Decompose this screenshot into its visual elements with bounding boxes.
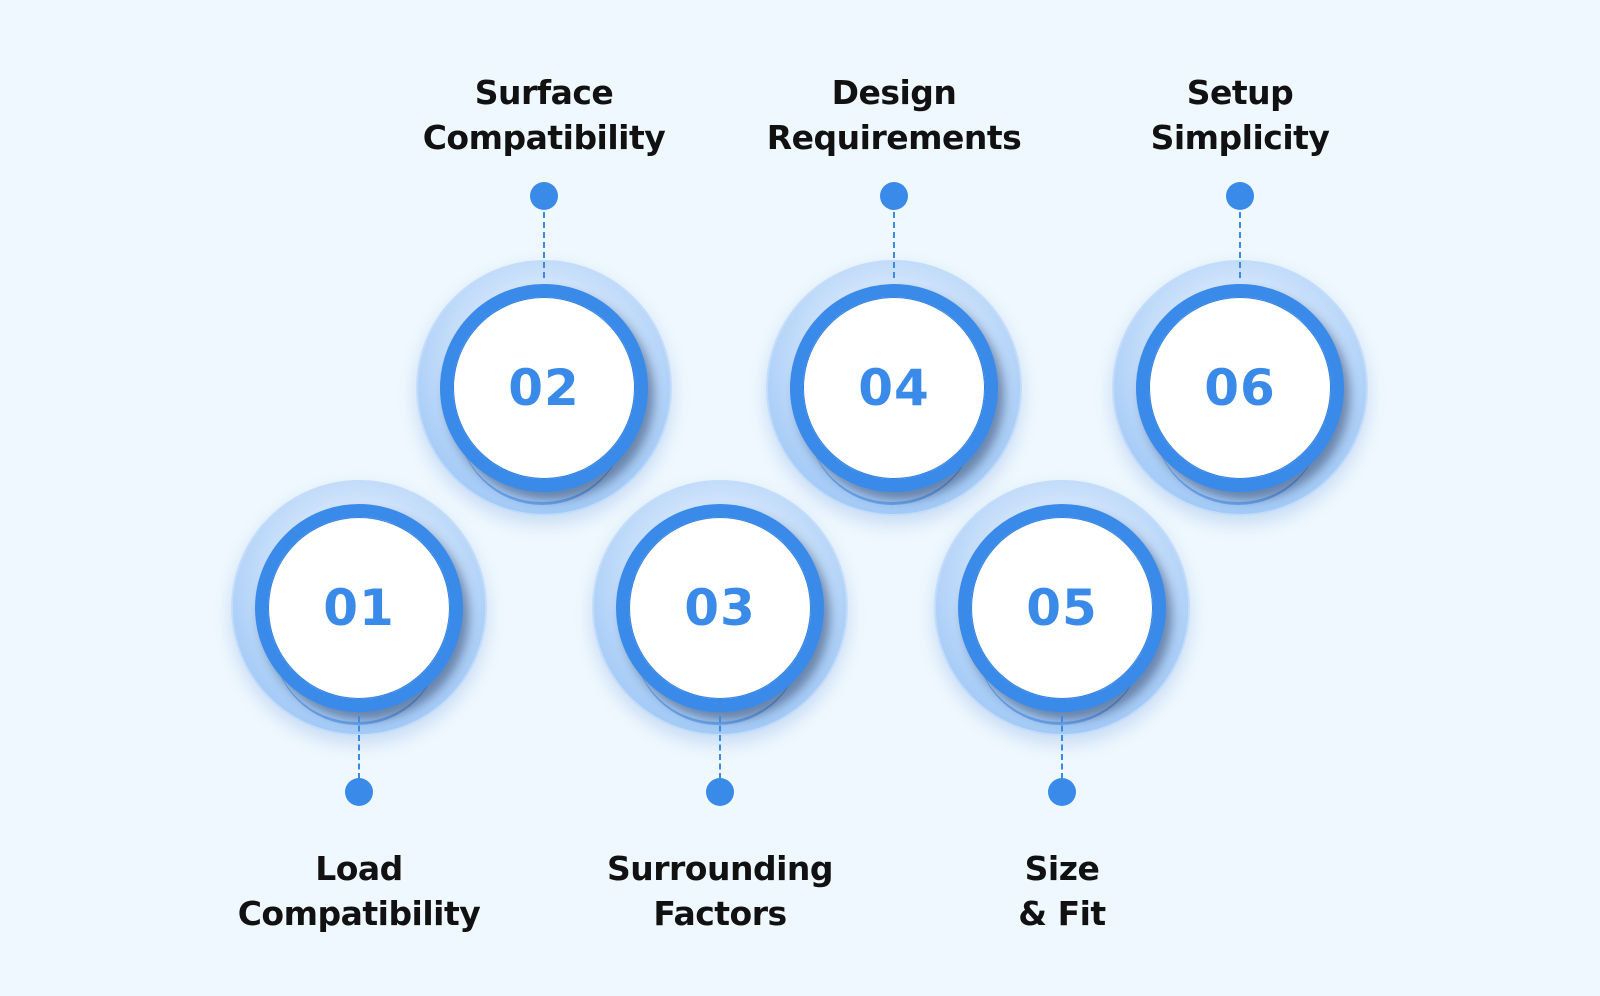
step-01-label-line1: Load (315, 849, 403, 888)
step-06-label-line1: Setup (1186, 73, 1294, 112)
step-06-number: 06 (1204, 359, 1276, 417)
step-01-number: 01 (323, 579, 395, 637)
step-02-number: 02 (508, 359, 580, 417)
step-02-label: Surface Compatibility (384, 70, 704, 160)
step-02-label-line1: Surface (474, 73, 614, 112)
step-01-connector (358, 716, 360, 798)
step-05-label-line2: & Fit (1018, 894, 1106, 933)
step-01-label-line2: Compatibility (237, 894, 481, 933)
step-03-dot (706, 778, 734, 806)
step-05-label: Size & Fit (902, 846, 1222, 936)
step-02-label-line2: Compatibility (422, 118, 666, 157)
step-01-label: Load Compatibility (199, 846, 519, 936)
step-04-number: 04 (858, 359, 930, 417)
step-04-connector (893, 192, 895, 278)
step-02-connector (543, 192, 545, 278)
step-06-dot (1226, 182, 1254, 210)
step-03-label: Surrounding Factors (560, 846, 880, 936)
step-04-dot (880, 182, 908, 210)
step-05-connector (1061, 716, 1063, 798)
step-03-ring (616, 504, 824, 712)
step-03-label-line1: Surrounding (606, 849, 834, 888)
step-01-dot (345, 778, 373, 806)
step-04-label-line2: Requirements (766, 118, 1022, 157)
step-04-label: Design Requirements (734, 70, 1054, 160)
step-05-dot (1048, 778, 1076, 806)
step-03-connector (719, 716, 721, 798)
step-05-label-line1: Size (1024, 849, 1100, 888)
step-06-connector (1239, 192, 1241, 278)
step-06-label-line2: Simplicity (1150, 118, 1330, 157)
step-04-label-line1: Design (831, 73, 957, 112)
step-03-number: 03 (684, 579, 756, 637)
step-02-dot (530, 182, 558, 210)
step-05-number: 05 (1026, 579, 1098, 637)
step-03-label-line2: Factors (653, 894, 787, 933)
step-06-label: Setup Simplicity (1080, 70, 1400, 160)
